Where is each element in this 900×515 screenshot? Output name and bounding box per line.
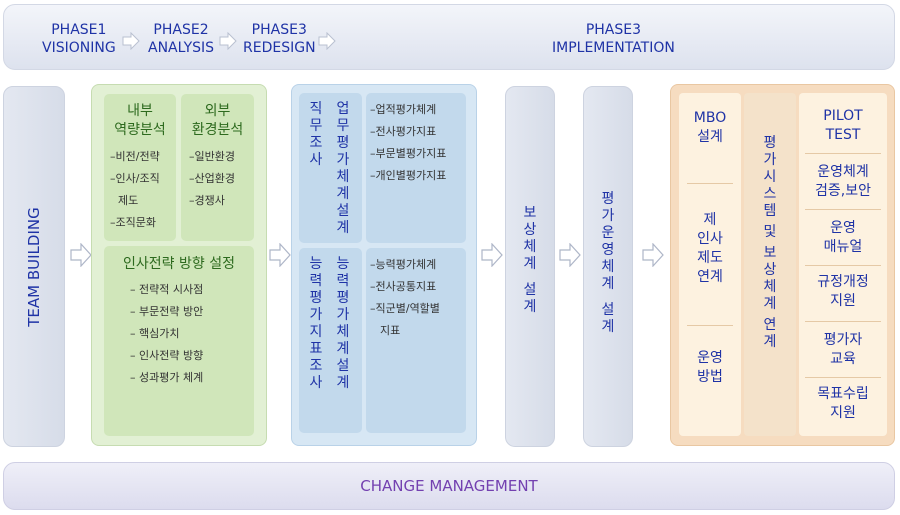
- list-item: 지표: [380, 324, 401, 337]
- list-item: –조직문화: [110, 216, 156, 229]
- phase-number: PHASE1: [51, 22, 107, 38]
- performance-items-box: –업적평가체계 –전사평가지표 –부문별평가지표 –개인별평가지표: [366, 93, 466, 243]
- operation-method-label: 운영 방법: [697, 350, 723, 385]
- list-item: –직군별/역할별: [370, 302, 440, 315]
- mbo-box: MBO 설계 제 인사 제도 연계 운영 방법: [679, 93, 741, 436]
- list-item: – 성과평가 체계: [130, 371, 204, 384]
- change-management-label: CHANGE MANAGEMENT: [360, 477, 538, 495]
- phase-arrow-icon: [318, 32, 336, 50]
- phase-title: IMPLEMENTATION: [552, 40, 675, 56]
- internal-analysis-box: 내부 역량분석 –비전/전략 –인사/조직 제도 –조직문화: [104, 94, 176, 241]
- team-building-column: TEAM BUILDING: [3, 86, 65, 447]
- phase-header-bar: PHASE1 VISIONING PHASE2 ANALYSIS PHASE3 …: [3, 4, 895, 70]
- flow-arrow-icon: [559, 243, 581, 267]
- divider: [805, 153, 881, 154]
- flow-arrow-icon: [642, 243, 664, 267]
- list-item: – 부문전략 방안: [130, 305, 204, 318]
- hr-strategy-box: 인사전략 방향 설정 – 전략적 시사점 – 부문전략 방안 – 핵심가치 – …: [104, 246, 254, 436]
- competency-items-box: –능력평가체계 –전사공통지표 –직군별/역할별 지표: [366, 248, 466, 433]
- external-analysis-title: 외부 환경분석: [191, 103, 244, 138]
- divider: [687, 325, 733, 326]
- phase-arrow-icon: [122, 32, 140, 50]
- phase-number: PHASE3: [251, 22, 307, 38]
- list-item: –일반환경: [189, 150, 235, 163]
- hr-system-link-label: 제 인사 제도 연계: [697, 212, 723, 285]
- list-item: –부문별평가지표: [370, 147, 447, 160]
- phase-title: ANALYSIS: [148, 40, 215, 56]
- flow-arrow-icon: [70, 243, 92, 267]
- phase-redesign: PHASE3 REDESIGN: [243, 21, 316, 57]
- flow-arrow-icon: [481, 243, 503, 267]
- change-management-bar: CHANGE MANAGEMENT: [3, 462, 895, 510]
- external-analysis-box: 외부 환경분석 –일반환경 –산업환경 –경쟁사: [181, 94, 254, 241]
- phase-visioning: PHASE1 VISIONING: [42, 21, 116, 57]
- phase-title: VISIONING: [42, 40, 116, 56]
- phase-title: REDESIGN: [243, 40, 316, 56]
- list-item: –경쟁사: [189, 194, 225, 207]
- phase-analysis: PHASE2 ANALYSIS: [148, 21, 214, 57]
- list-item: – 전략적 시사점: [130, 283, 204, 296]
- list-item: –인사/조직: [110, 172, 160, 185]
- phase-number: PHASE2: [153, 22, 209, 38]
- phase-implementation: PHASE3 IMPLEMENTATION: [552, 21, 675, 57]
- list-item: –전사공통지표: [370, 280, 437, 293]
- list-item: –전사평가지표: [370, 125, 437, 138]
- list-item: – 핵심가치: [130, 327, 180, 340]
- phase-number: PHASE3: [585, 22, 641, 38]
- divider: [805, 209, 881, 210]
- list-item: 제도: [118, 194, 139, 207]
- divider: [687, 183, 733, 184]
- list-item: –능력평가체계: [370, 258, 437, 271]
- list-item: – 인사전략 방향: [130, 349, 204, 362]
- analysis-panel: 내부 역량분석 –비전/전략 –인사/조직 제도 –조직문화 외부 환경분석 –…: [91, 84, 267, 446]
- internal-analysis-title: 내부 역량분석: [114, 103, 166, 138]
- divider: [805, 265, 881, 266]
- team-building-label: TEAM BUILDING: [25, 206, 43, 327]
- flow-arrow-icon: [269, 243, 291, 267]
- list-item: –산업환경: [189, 172, 235, 185]
- phase-arrow-icon: [219, 32, 237, 50]
- hr-strategy-title: 인사전략 방향 설정: [123, 256, 235, 272]
- list-item: –업적평가체계: [370, 103, 437, 116]
- list-item: –비전/전략: [110, 150, 160, 163]
- divider: [805, 377, 881, 378]
- divider: [805, 321, 881, 322]
- list-item: –개인별평가지표: [370, 169, 447, 182]
- mbo-design-label: MBO 설계: [693, 110, 727, 145]
